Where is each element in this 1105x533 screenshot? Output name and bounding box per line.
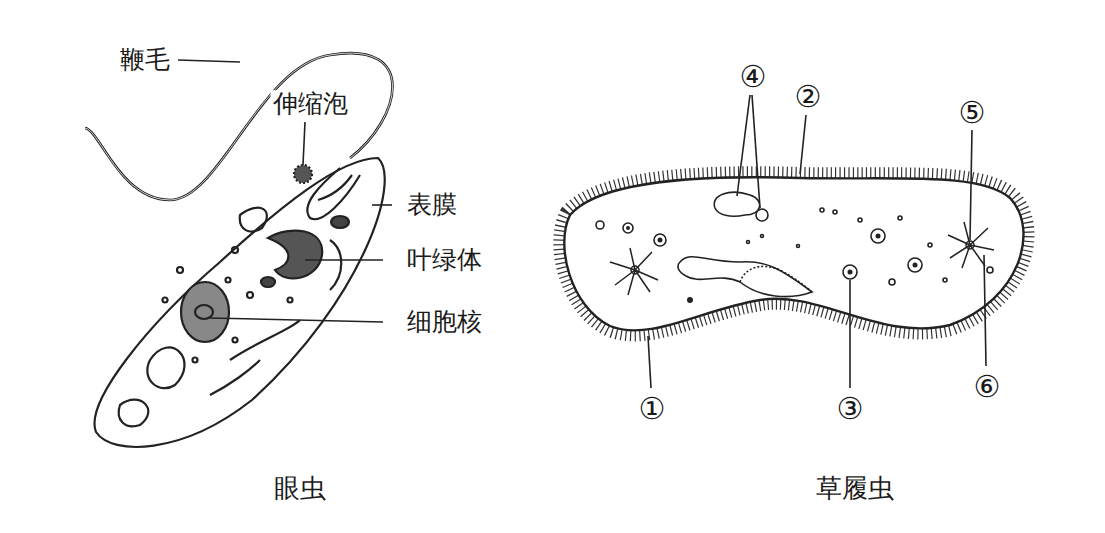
callout-number: ② <box>793 80 824 113</box>
part-label: 伸缩泡 <box>271 90 350 118</box>
part-label: 细胞核 <box>405 308 484 336</box>
callout-number: ③ <box>835 392 866 425</box>
part-label: 叶绿体 <box>405 246 484 274</box>
figure-caption: 草履虫 <box>814 474 896 503</box>
part-label: 表膜 <box>405 191 459 219</box>
leader-lines <box>178 60 392 322</box>
euglena <box>85 53 393 447</box>
callout-number: ① <box>637 392 668 425</box>
leader-lines <box>648 95 986 388</box>
callout-number: ⑥ <box>972 370 1003 403</box>
figure-caption: 眼虫 <box>272 474 328 503</box>
callout-number: ④ <box>738 60 769 93</box>
paramecium <box>564 177 1023 330</box>
part-label: 鞭毛 <box>118 46 172 74</box>
callout-number: ⑤ <box>957 96 988 129</box>
